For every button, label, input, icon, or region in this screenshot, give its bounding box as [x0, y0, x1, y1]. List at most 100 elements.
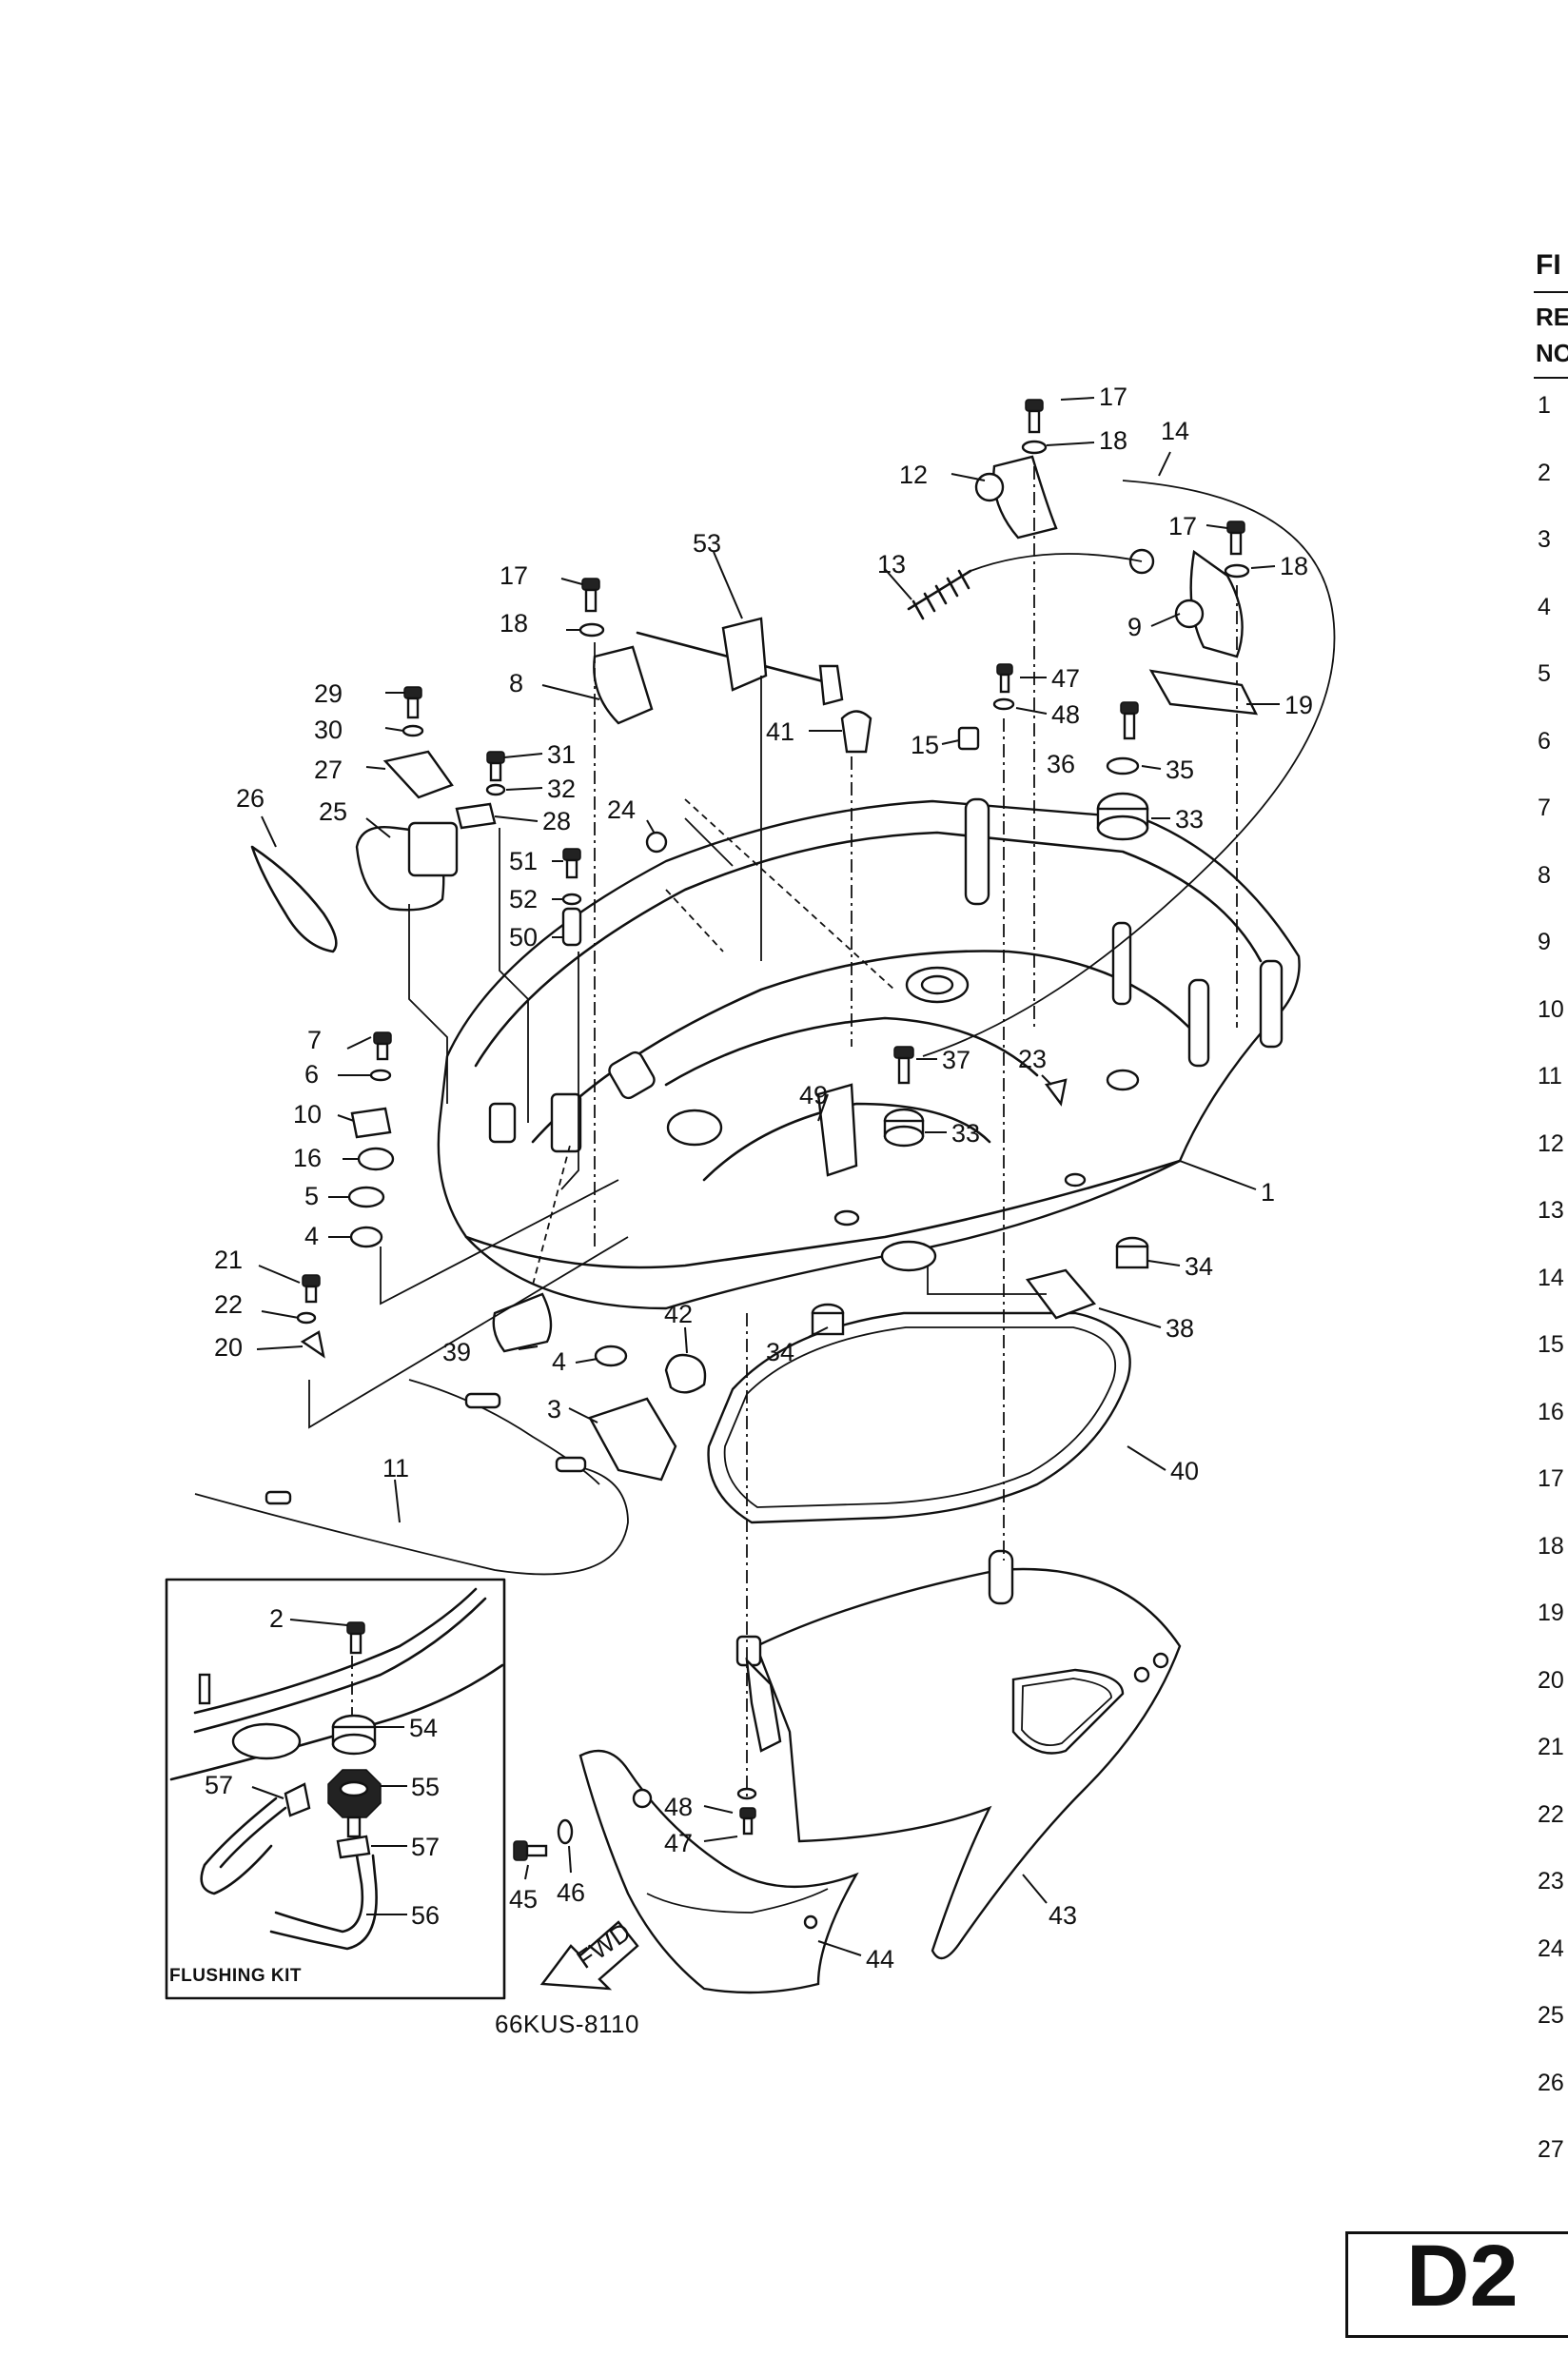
bolt-17-right	[1226, 520, 1245, 556]
callout: 12	[899, 461, 928, 489]
table-row-ref-no: 6	[1538, 727, 1551, 755]
table-row-ref-no: 2	[1538, 459, 1551, 486]
callout: 33	[951, 1119, 980, 1148]
callout: 47	[664, 1829, 693, 1857]
washer-6	[369, 1069, 392, 1082]
table-row-ref-no: 24	[1538, 1934, 1564, 1962]
callout: 46	[557, 1878, 585, 1907]
callout: 17	[1168, 512, 1197, 540]
table-row-ref-no: 17	[1538, 1465, 1564, 1492]
projection-lines	[308, 466, 1238, 1798]
callout: 7	[307, 1026, 322, 1054]
callout: 15	[911, 731, 939, 759]
callout: 11	[382, 1454, 409, 1482]
table-header-ref: RE	[1536, 303, 1568, 331]
callout: 55	[411, 1773, 440, 1801]
callout: 8	[509, 669, 523, 697]
callout: 17	[1099, 383, 1127, 411]
bolt-31	[486, 751, 505, 782]
hose-adapter-54	[331, 1714, 377, 1756]
callout: 48	[1051, 700, 1080, 729]
bolt-45	[513, 1840, 548, 1861]
callout: 1	[1261, 1178, 1275, 1207]
washer-52	[561, 893, 582, 906]
fwd-arrow: FWD	[539, 1917, 639, 1991]
lower-cover-43	[755, 1549, 1182, 1960]
callout: 42	[664, 1300, 693, 1328]
clamp-57-bottom	[336, 1835, 371, 1859]
grommet-5	[347, 1186, 385, 1208]
callout: 52	[509, 885, 538, 913]
washer-46	[557, 1818, 574, 1845]
cable-11	[194, 1464, 629, 1576]
callout: 44	[866, 1945, 894, 1973]
table-row-ref-no: 18	[1538, 1532, 1564, 1560]
table-row-ref-no: 4	[1538, 593, 1551, 620]
callout: 6	[304, 1060, 319, 1089]
callout: 9	[1127, 613, 1142, 641]
grommet-41	[840, 710, 872, 754]
callout: 57	[205, 1771, 233, 1799]
callout: 14	[1161, 417, 1189, 445]
table-row-ref-no: 23	[1538, 1868, 1564, 1895]
cap-55	[327, 1769, 382, 1838]
collar-16	[357, 1147, 395, 1171]
callout: 25	[319, 797, 347, 826]
callout: 26	[236, 784, 265, 813]
callout: 28	[542, 807, 571, 835]
washer-18-left	[578, 622, 605, 638]
callout: 32	[547, 775, 576, 803]
spring-13	[907, 569, 972, 620]
table-row-ref-no: 20	[1538, 1666, 1564, 1694]
callout: 27	[314, 756, 343, 784]
callout: 18	[1099, 426, 1127, 455]
bolt-17-top	[1025, 399, 1044, 434]
callout: 4	[552, 1347, 566, 1376]
callout: 2	[269, 1604, 284, 1633]
table-row-ref-no: 9	[1538, 929, 1551, 955]
flushing-kit-inset	[165, 1578, 506, 2000]
table-row-ref-no: 1	[1538, 392, 1551, 419]
table-row-ref-no: 13	[1538, 1197, 1564, 1224]
callout: 16	[293, 1144, 322, 1172]
bolt-37	[893, 1046, 914, 1085]
callout: 5	[304, 1182, 319, 1210]
bolt-47-top	[996, 663, 1013, 694]
washer-18-right	[1224, 563, 1250, 579]
callout: 18	[500, 609, 528, 638]
table-row-ref-no: 7	[1538, 795, 1551, 821]
callout: 10	[293, 1100, 322, 1129]
callout: 57	[411, 1833, 440, 1861]
clip-23	[1044, 1078, 1068, 1107]
lever-cover-39	[492, 1292, 553, 1353]
callout: 36	[1047, 750, 1075, 778]
callout: 56	[411, 1901, 440, 1930]
callout: 47	[1051, 664, 1080, 693]
clip-15	[957, 726, 980, 751]
bolt-17-left	[581, 578, 600, 613]
leader-lines	[251, 397, 1280, 1956]
holder-49	[816, 1083, 858, 1177]
callout: 19	[1284, 691, 1313, 719]
drawing-code: 66KUS-8110	[495, 2010, 639, 2038]
callout: 54	[409, 1714, 438, 1742]
callout: 23	[1018, 1045, 1047, 1073]
callout: 48	[664, 1793, 693, 1821]
table-row-ref-no: 26	[1538, 2069, 1564, 2096]
clamp-57-top	[284, 1782, 311, 1817]
callout: 39	[442, 1338, 471, 1366]
callout: 24	[607, 795, 636, 824]
table-row-ref-no: 3	[1538, 526, 1551, 553]
table-row-ref-no: 19	[1538, 1600, 1564, 1626]
bottom-cowling-body	[437, 797, 1301, 1310]
bolt-21	[302, 1274, 321, 1304]
callout: 40	[1170, 1457, 1199, 1485]
wire-14	[922, 480, 1336, 1057]
side-cover-44	[578, 1635, 859, 1994]
bolt-47-bottom	[739, 1807, 756, 1836]
page-id: D2	[1406, 2228, 1519, 2325]
grommet-38	[1025, 1268, 1097, 1320]
table-row-ref-no: 11	[1538, 1063, 1562, 1090]
table-row-ref-no: 10	[1538, 995, 1564, 1023]
